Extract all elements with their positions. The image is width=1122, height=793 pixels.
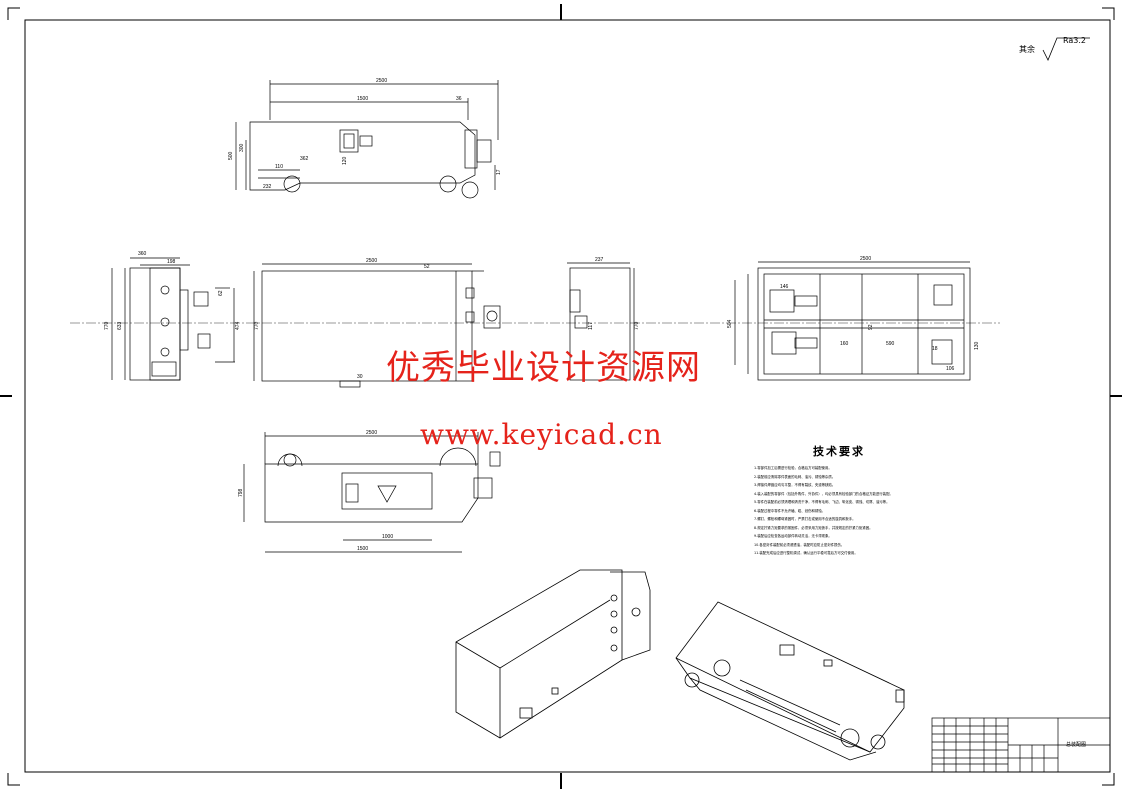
view-front [111,257,235,381]
dim-end-g: 117 [588,322,594,330]
dim-side-height: 770 [254,321,260,330]
dim-left-e: 17 [496,169,502,175]
tech-note: 1.零部件加工后需进行检验，合格后方可装配使用。 [754,466,832,470]
dim-side-e: 30 [357,374,363,380]
dim-top-h2: 300 [239,143,245,152]
title-block-drawing-name: 总装配图 [1066,742,1087,748]
dim-plan-k: 590 [886,341,895,347]
dim-front-d: 62 [218,290,224,296]
dim-top-right: 36 [456,96,462,102]
dim-plan-overall: 2500 [860,256,871,262]
roughness-symbol [1042,37,1090,61]
roughness-note: 其余 Ra3.2 [1019,36,1086,55]
view-front-dims: 360 198 770 633 474 62 [104,251,241,330]
tech-note: 10.各密封件装配前必须浸透油，装配时应防止密封件损伤。 [754,542,845,547]
sheet-frame [0,4,1122,789]
dim-plan-o: 92 [868,324,874,330]
tech-note: 5.零件在装配前必须清理和清洗干净，不得有毛刺、飞边、氧化皮、锈蚀、切屑、油污等… [754,500,890,504]
tech-note: 3.焊接件焊缝应均匀平整，不得有裂纹、夹渣等缺陷。 [754,483,836,487]
tech-note: 7.螺钉、螺栓和螺母紧固时，严禁打击或使用不合适的旋具和扳手。 [754,517,856,521]
dim-bottom-a: 1000 [382,534,393,540]
tech-note: 9.装配后应检查各运动部件转动灵活，无卡滞现象。 [754,534,832,538]
isometric-right [675,601,905,761]
view-bottom-dims: 2500 798 1000 1500 [238,430,393,552]
dim-top-height: 500 [228,151,234,160]
view-plan [734,261,971,381]
tech-note: 4.装入装配的零部件（包括外购件、外协件），均必须具有检验部门的合格证方能进行装… [754,491,893,496]
view-end [567,262,635,381]
dim-end-width: 237 [595,257,604,263]
view-top [235,80,499,199]
dim-plan-n: 18 [932,346,938,352]
dim-top-overall: 2500 [376,78,387,84]
dim-plan-i: 146 [780,284,789,290]
dim-side-overall: 2500 [366,258,377,264]
dim-front-a: 198 [167,259,176,265]
dim-top-inner: 1500 [357,96,368,102]
dim-front-width: 360 [138,251,147,257]
dim-plan-m: 106 [946,366,955,372]
dim-end-height: 770 [634,321,640,330]
view-end-dims: 237 770 117 [588,257,640,330]
tech-note: 2.装配前应清除零件表面的毛刺、油污、锈蚀等杂质。 [754,474,836,479]
dim-plan-h: 130 [974,341,980,350]
dim-side-f: 52 [424,264,430,270]
dim-front-b: 633 [117,321,123,330]
view-plan-dims: 2500 130 146 160 590 504 106 18 92 [727,256,980,372]
dim-bottom-b: 1500 [357,546,368,552]
roughness-label: 其余 [1019,45,1035,54]
tech-requirements-list: 1.零部件加工后需进行检验，合格后方可装配使用。 2.装配前应清除零件表面的毛刺… [754,464,1054,558]
dim-left-c: 232 [263,184,272,190]
dim-front-height: 770 [104,321,110,330]
view-side-dims: 2500 770 30 52 [254,258,430,380]
watermark-url[interactable]: www.keyicad.cn [420,418,663,451]
title-block [931,717,1111,773]
dim-left-d: 120 [342,156,348,165]
view-top-dims: 2500 1500 36 500 300 110 362 232 120 17 [228,78,502,190]
view-side [253,263,501,388]
dim-left-b: 362 [300,156,309,162]
watermark-title: 优秀毕业设计资源网 [386,348,701,388]
roughness-value: Ra3.2 [1063,36,1087,45]
tech-note: 6.装配过程中零件不允许磕、碰、划伤和锈蚀。 [754,508,826,513]
dim-plan-j: 160 [840,341,849,347]
dim-left-a: 110 [275,164,283,170]
tech-note: 11.装配完成后应进行整机调试，确认运行平稳可靠后方可交付使用。 [754,551,858,555]
dim-bottom-overall: 2500 [366,430,377,436]
dim-front-c: 474 [235,321,241,330]
dim-plan-l: 504 [727,319,733,328]
tech-note: 8.规定拧紧力矩要求的紧固件，必须采用力矩扳手，并按规定的拧紧力矩紧固。 [754,525,873,530]
tech-requirements-title: 技术要求 [813,445,865,458]
dim-bottom-height: 798 [238,488,244,497]
view-bottom [243,432,501,553]
isometric-left [455,569,651,739]
